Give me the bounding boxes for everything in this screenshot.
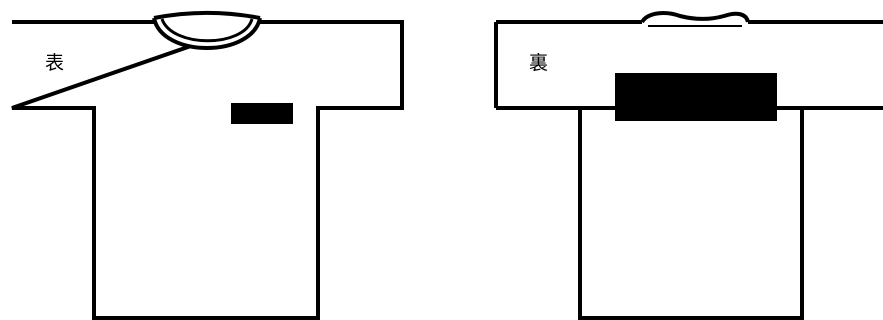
front-side-label: 表: [45, 54, 64, 73]
tshirt-front-collar-top: [154, 13, 260, 18]
tshirt-back-body: [496, 22, 883, 318]
back-print-area: [615, 73, 777, 121]
back-side-label: 裏: [529, 54, 548, 73]
tshirt-front-body: [12, 22, 402, 318]
tshirt-back: [496, 13, 883, 318]
front-print-area: [231, 103, 293, 124]
tshirt-back-collar: [642, 13, 748, 22]
tshirt-front: [12, 13, 402, 318]
